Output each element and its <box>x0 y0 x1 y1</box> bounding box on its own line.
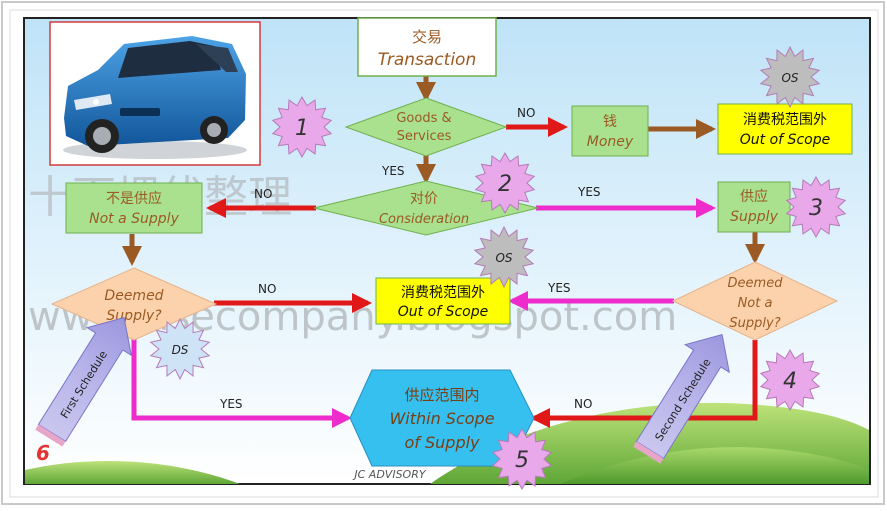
not-supply-cn: 不是供应 <box>106 190 162 207</box>
consideration-en: Consideration <box>379 212 469 227</box>
label-consideration-yes: YES <box>577 185 601 199</box>
transaction-en: Transaction <box>378 50 476 70</box>
badge-ds-starburst <box>149 317 211 381</box>
oos-mid-en: Out of Scope <box>398 304 488 320</box>
badge-2-starburst <box>474 151 536 215</box>
badge-os-mid-label: OS <box>495 251 512 265</box>
hill-right-front <box>560 447 869 484</box>
arrow-deemed-right-no <box>530 340 758 428</box>
goods-line1: Goods & <box>396 111 451 126</box>
label-deemed-left-no: NO <box>258 282 276 296</box>
arrow-deemed-left-yes <box>131 338 352 428</box>
label-goods-yes: YES <box>381 164 405 178</box>
money-cn: 钱 <box>603 114 617 130</box>
node-out-of-scope-top: 消费税范围外 Out of Scope <box>717 103 853 155</box>
oos-top-en: Out of Scope <box>740 132 830 148</box>
marker-6: 6 <box>36 441 50 465</box>
node-out-of-scope-mid: 消费税范围外 Out of Scope <box>375 277 511 325</box>
badge-2-label: 2 <box>498 172 512 197</box>
deemed-right-line1: Deemed <box>728 276 784 291</box>
deemed-right-line3: Supply? <box>729 316 780 331</box>
badge-os-top-starburst <box>759 45 821 109</box>
label-consideration-no: NO <box>254 187 272 201</box>
within-en1: Within Scope <box>389 409 494 428</box>
supply-cn: 供应 <box>740 188 768 205</box>
money-en: Money <box>587 134 634 150</box>
node-consideration: 对价 Consideration <box>313 180 539 236</box>
badge-os-top-label: OS <box>781 71 798 85</box>
footer-jc-advisory: JC ADVISORY <box>352 468 426 481</box>
node-deemed-supply: Deemed Supply? <box>50 267 218 341</box>
within-en2: of Supply <box>404 433 480 452</box>
node-deemed-not-supply: Deemed Not a Supply? <box>671 261 839 341</box>
oos-top-cn: 消费税范围外 <box>743 111 827 128</box>
label-goods-no: NO <box>517 106 535 120</box>
badge-os-mid-starburst <box>473 225 535 289</box>
not-supply-en: Not a Supply <box>89 211 179 227</box>
car-photo <box>49 21 261 166</box>
inner-frame <box>9 9 879 498</box>
badge-4-starburst <box>759 348 821 412</box>
node-not-a-supply: 不是供应 Not a Supply <box>65 182 203 234</box>
deemed-left-line1: Deemed <box>104 288 163 304</box>
badge-1-starburst <box>271 95 333 159</box>
node-within-scope: 供应范围内 Within Scope of Supply <box>349 369 535 467</box>
badge-5-label: 5 <box>515 448 529 473</box>
badge-5-starburst <box>491 427 553 491</box>
label-deemed-left-yes: YES <box>219 397 243 411</box>
badge-1-label: 1 <box>295 116 309 141</box>
label-deemed-right-no: NO <box>574 397 592 411</box>
badge-4-label: 4 <box>783 369 797 394</box>
consideration-cn: 对价 <box>410 191 438 207</box>
label-deemed-right-yes: YES <box>547 281 571 295</box>
deemed-right-line2: Not a <box>738 296 773 311</box>
node-transaction: 交易 Transaction <box>357 17 497 77</box>
transaction-cn: 交易 <box>412 28 442 46</box>
badge-ds-label: DS <box>172 343 189 357</box>
goods-line2: Services <box>397 129 452 144</box>
badge-3-starburst <box>785 175 847 239</box>
hill-left <box>25 460 240 484</box>
oos-mid-cn: 消费税范围外 <box>401 284 485 301</box>
supply-en: Supply <box>730 209 778 225</box>
badge-3-label: 3 <box>809 196 823 221</box>
node-supply: 供应 Supply <box>717 181 791 233</box>
within-cn: 供应范围内 <box>404 386 479 404</box>
node-goods-services: Goods & Services <box>344 97 508 157</box>
node-money: 钱 Money <box>571 105 649 157</box>
